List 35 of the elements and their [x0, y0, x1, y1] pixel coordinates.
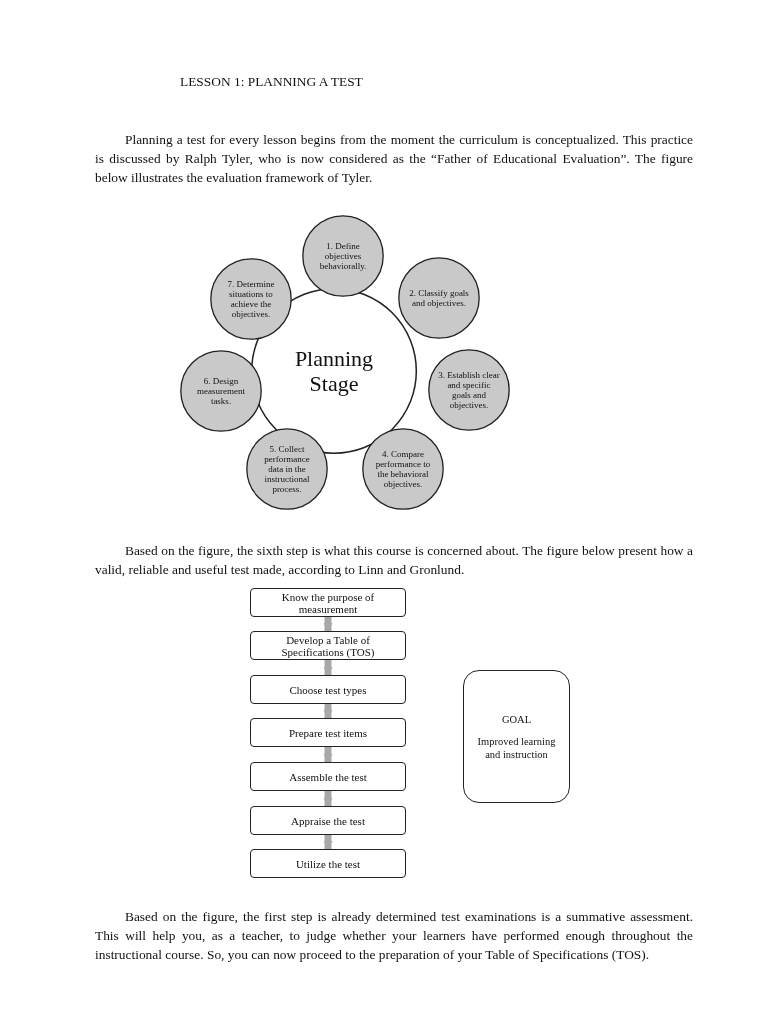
step-box: Appraise the test: [250, 806, 406, 835]
stage-title: Planning Stage: [293, 346, 375, 396]
step-text: 1. Define objectives behaviorally.: [318, 241, 368, 271]
step-text: 7. Determine situations to achieve the objectives.: [226, 279, 276, 319]
goal-box: [463, 670, 570, 803]
step-circle: [428, 349, 510, 431]
step-text: 6. Design measurement tasks.: [196, 376, 246, 406]
arrow: [323, 704, 333, 719]
arrow: [323, 791, 333, 807]
heading: LESSON 1: PLANNING A TEST: [180, 74, 363, 90]
step-circle: [362, 428, 444, 510]
step-circle: [180, 350, 262, 432]
step-box: Utilize the test: [250, 849, 406, 878]
step-box: Know the purpose of measurement: [250, 588, 406, 617]
step-circle: [398, 257, 480, 339]
step-box: Assemble the test: [250, 762, 406, 791]
step-text: 5. Collect performance data in the instructional process.: [263, 444, 311, 494]
goal-text: Improved learning and instruction: [476, 734, 557, 761]
arrow: [323, 660, 333, 676]
step-text: 2. Classify goals and objectives.: [408, 288, 470, 308]
step-circle: [246, 428, 328, 510]
paragraph: Planning a test for every lesson begins from the moment the curriculum is conceptualized. This practice is discussed by Ralph Tyler, who is now considered as the “Father of Educational Evaluation”. The figure below illustrates the evaluation framework of Tyler.: [95, 131, 693, 187]
step-circle: [210, 258, 292, 340]
goal-heading: GOAL: [501, 712, 532, 726]
arrow: [323, 617, 333, 632]
step-circle: [302, 215, 384, 297]
step-text: 4. Compare performance to the behavioral objectives.: [374, 449, 432, 489]
step-box: Choose test types: [250, 675, 406, 704]
paragraph: Based on the figure, the sixth step is what this course is concerned about. The figure below present how a valid, reliable and useful test made, according to Linn and Gronlund.: [95, 542, 693, 579]
paragraph: Based on the figure, the first step is already determined test examinations is a summative assessment. This will help you, as a teacher, to judge whether your learners have performed enough throughout the instructional course. So, you can now proceed to the preparation of your Table of Specifications (TOS).: [95, 908, 693, 964]
step-box: Prepare test items: [250, 718, 406, 747]
step-box: Develop a Table of Specifications (TOS): [250, 631, 406, 660]
arrow: [323, 747, 333, 763]
arrow: [323, 835, 333, 850]
step-text: 3. Establish clear and specific goals and objectives.: [437, 370, 501, 410]
